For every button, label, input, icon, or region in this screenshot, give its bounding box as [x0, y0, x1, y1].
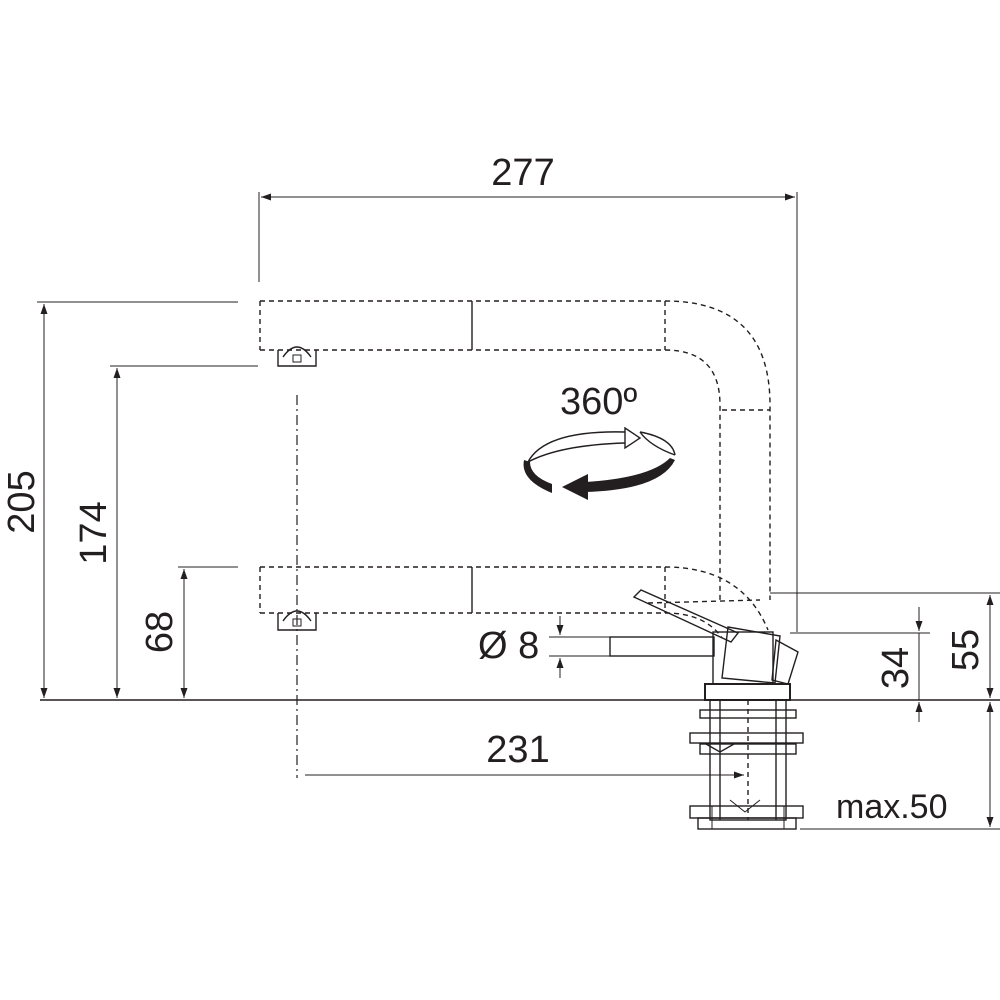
hose-diameter-label: Ø 8	[478, 625, 539, 667]
dimension-55-label: 55	[945, 629, 987, 671]
mounting-assembly	[689, 699, 804, 830]
dimension-277-label: 277	[491, 152, 554, 194]
spout-upper-position	[259, 300, 771, 600]
dimension-lever-55: 55	[770, 592, 1000, 698]
spout-lower-position	[259, 566, 769, 639]
dimension-spout-reach: 231	[305, 729, 744, 779]
dimension-total-height: 205	[1, 301, 238, 698]
dimension-overall-width: 277	[258, 152, 798, 632]
dimension-68-label: 68	[139, 611, 181, 653]
rotation-label: 360º	[560, 381, 637, 423]
dimension-34-label: 34	[875, 647, 917, 689]
tap-body	[632, 589, 799, 701]
dimension-max-thickness: max.50	[800, 702, 1000, 830]
dimension-lever-34: 34	[790, 607, 930, 722]
dimension-174-label: 174	[73, 501, 115, 564]
rotation-arrow-icon: 360º	[523, 381, 676, 500]
dimension-205-label: 205	[1, 470, 43, 533]
dimension-231-label: 231	[486, 729, 549, 771]
max-thickness-label: max.50	[836, 788, 948, 826]
dimension-outlet-high: 174	[73, 365, 258, 698]
dimension-hose-diameter: Ø 8	[478, 616, 715, 678]
dimension-outlet-low: 68	[139, 566, 238, 698]
